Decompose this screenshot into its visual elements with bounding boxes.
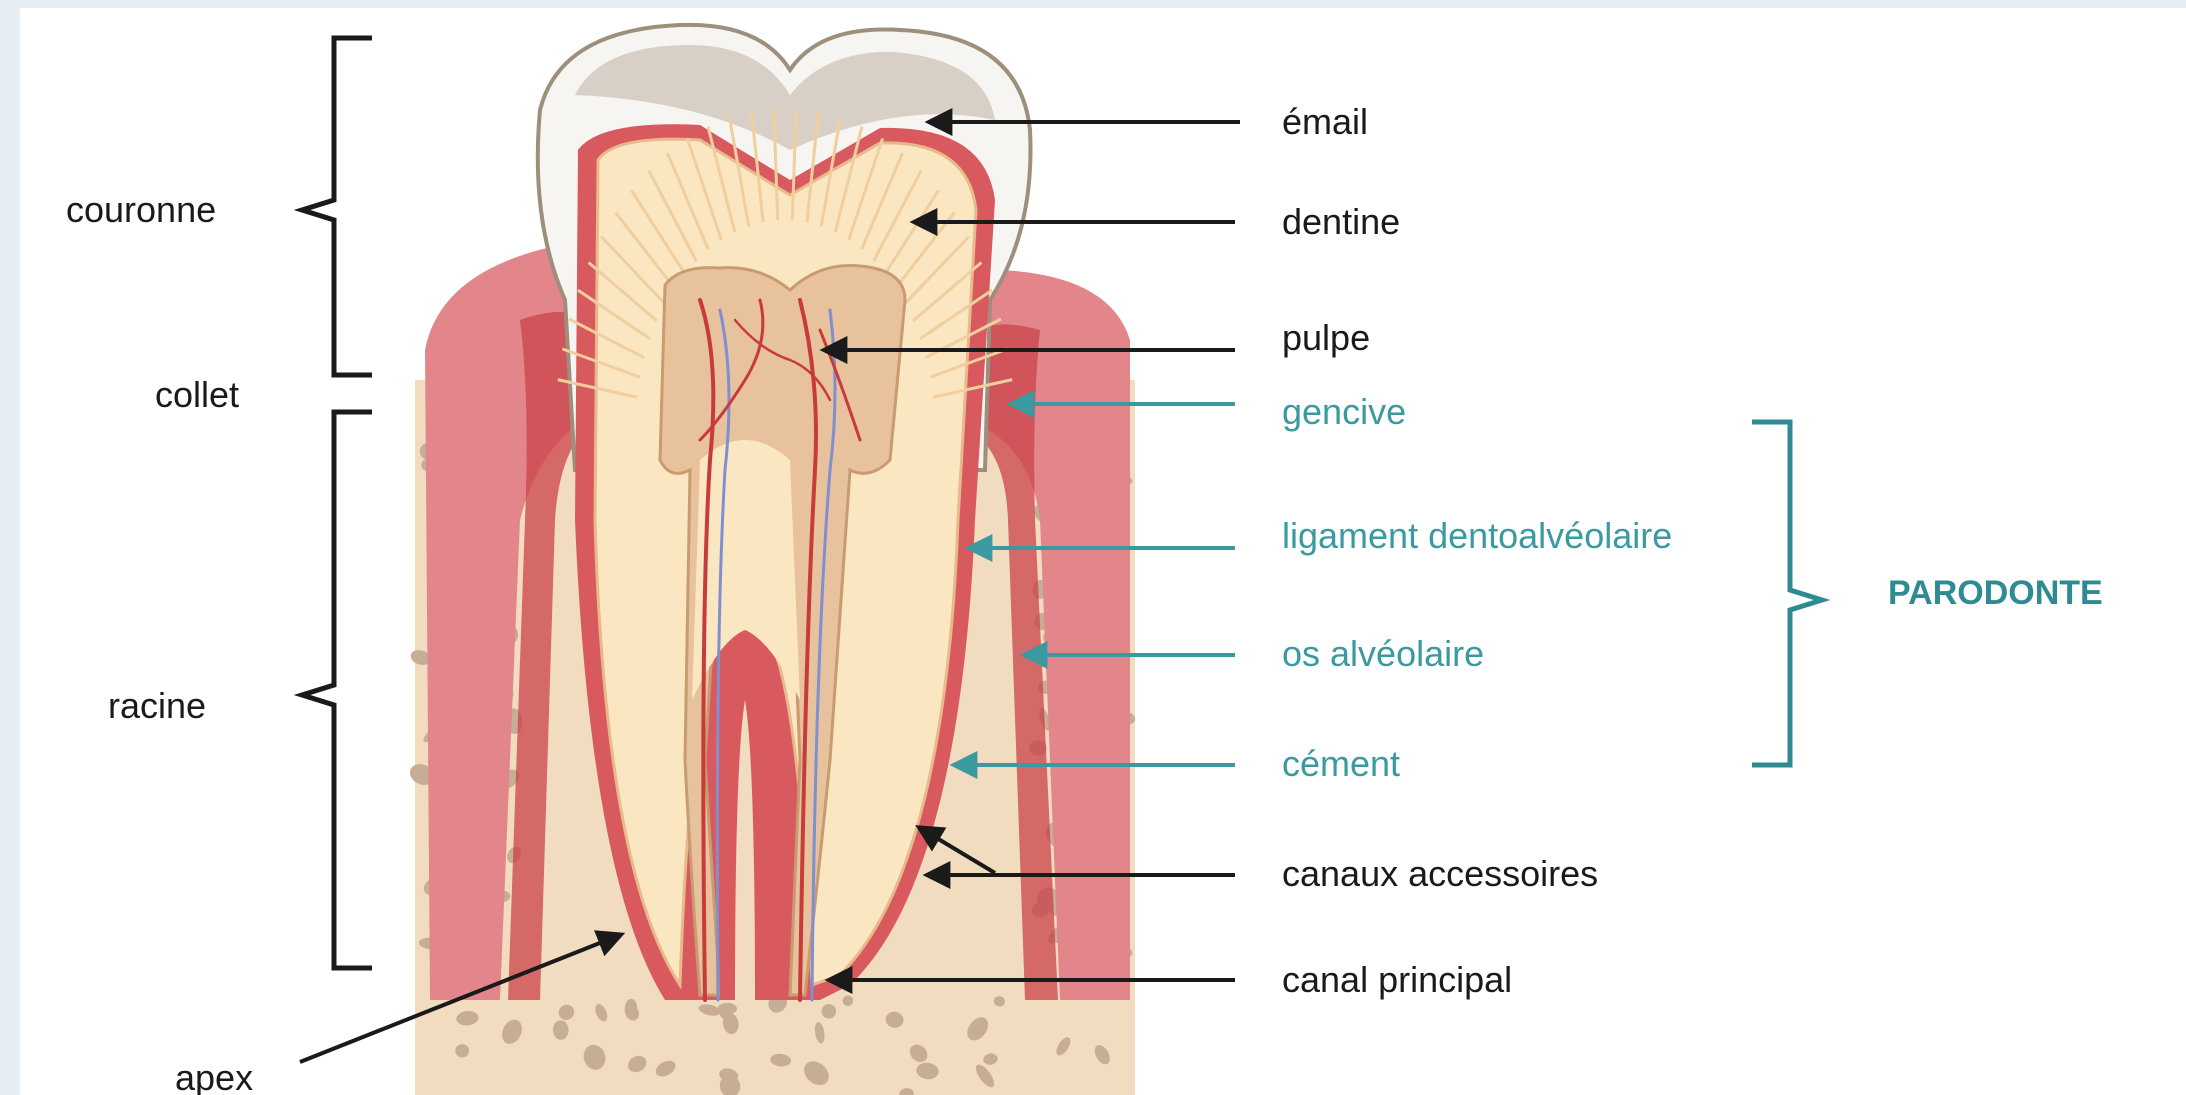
label-pulpe: pulpe: [1282, 317, 1370, 358]
bracket-racine: [302, 412, 372, 968]
label-parodonte: PARODONTE: [1888, 574, 2103, 612]
bracket-parodonte: [1752, 422, 1822, 765]
label-couronne: couronne: [66, 189, 216, 230]
label-gencive: gencive: [1282, 391, 1406, 432]
label-racine: racine: [108, 685, 206, 726]
label-cement: cément: [1282, 743, 1400, 784]
label-os-alveolaire: os alvéolaire: [1282, 633, 1484, 674]
label-apex: apex: [175, 1057, 253, 1095]
label-canal-principal: canal principal: [1282, 959, 1512, 1000]
label-collet: collet: [155, 374, 239, 415]
label-canaux-accessoires: canaux accessoires: [1282, 853, 1598, 894]
label-ligament: ligament dentoalvéolaire: [1282, 515, 1672, 556]
label-email: émail: [1282, 101, 1368, 142]
label-dentine: dentine: [1282, 201, 1400, 242]
bracket-couronne: [302, 38, 372, 375]
